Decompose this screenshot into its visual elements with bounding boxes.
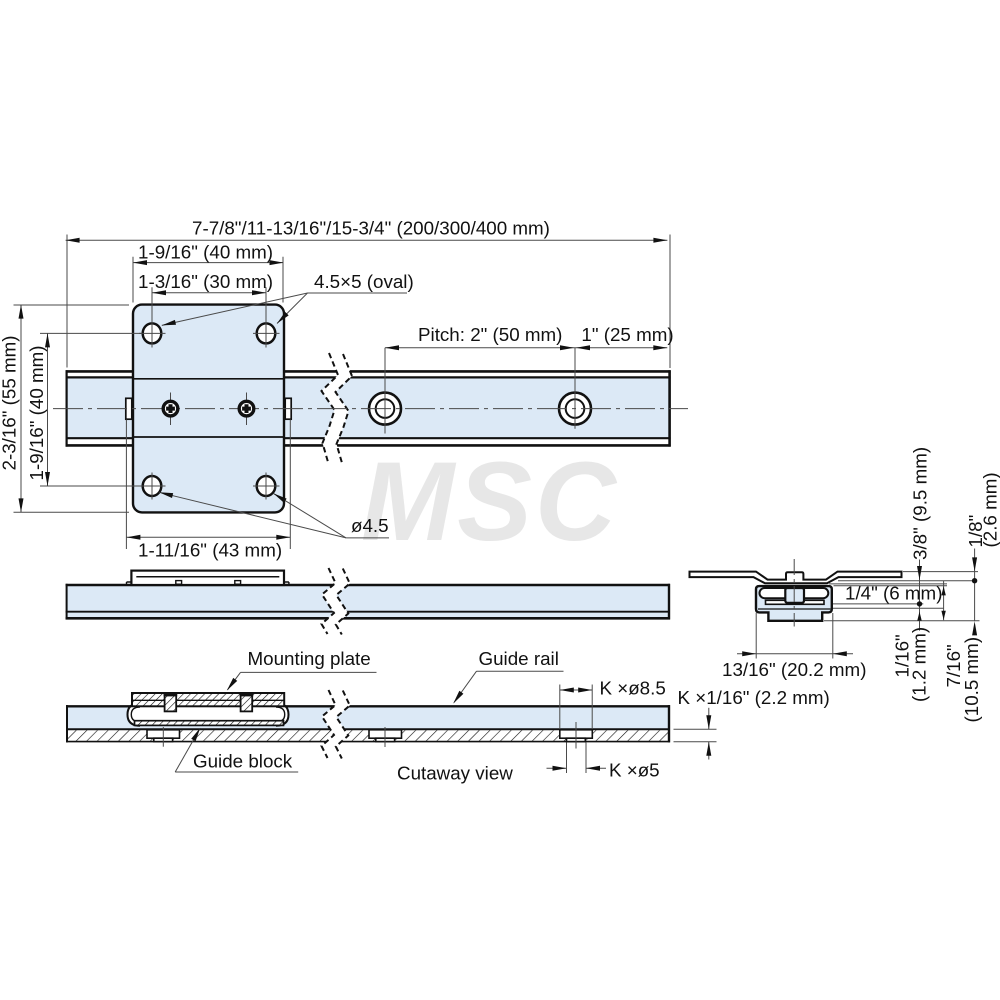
- svg-text:Guide rail: Guide rail: [479, 648, 559, 669]
- svg-text:(10.5 mm): (10.5 mm): [961, 637, 982, 723]
- svg-text:Guide block: Guide block: [193, 751, 293, 772]
- svg-text:MSC: MSC: [361, 439, 619, 564]
- svg-text:Cutaway view: Cutaway view: [397, 763, 513, 784]
- svg-text:1-3/16" (30 mm): 1-3/16" (30 mm): [138, 271, 273, 292]
- svg-text:1-11/16" (43 mm): 1-11/16" (43 mm): [138, 540, 282, 561]
- svg-text:1-9/16" (40 mm): 1-9/16" (40 mm): [26, 345, 47, 480]
- svg-text:Mounting plate: Mounting plate: [248, 648, 371, 669]
- svg-text:K ×ø8.5: K ×ø8.5: [600, 678, 666, 699]
- svg-text:1/8": 1/8": [965, 515, 986, 548]
- svg-text:1/4" (6 mm): 1/4" (6 mm): [845, 583, 942, 604]
- svg-text:(2.6 mm): (2.6 mm): [980, 472, 1000, 547]
- svg-text:1/16": 1/16": [892, 634, 913, 677]
- svg-text:3/8" (9.5 mm): 3/8" (9.5 mm): [909, 447, 930, 560]
- svg-text:Pitch: 2" (50 mm): Pitch: 2" (50 mm): [418, 324, 562, 345]
- svg-text:1" (25 mm): 1" (25 mm): [581, 324, 673, 345]
- svg-text:4.5×5 (oval): 4.5×5 (oval): [314, 271, 414, 292]
- svg-text:K ×1/16" (2.2 mm): K ×1/16" (2.2 mm): [678, 687, 830, 708]
- svg-text:2-3/16" (55 mm): 2-3/16" (55 mm): [0, 335, 20, 470]
- svg-text:7-7/8"/11-13/16"/15-3/4" (200/: 7-7/8"/11-13/16"/15-3/4" (200/300/400 mm…: [192, 218, 550, 239]
- svg-text:1-9/16" (40 mm): 1-9/16" (40 mm): [138, 241, 273, 262]
- svg-text:K ×ø5: K ×ø5: [609, 759, 660, 780]
- svg-text:13/16" (20.2 mm): 13/16" (20.2 mm): [722, 659, 866, 680]
- svg-text:ø4.5: ø4.5: [351, 515, 389, 536]
- svg-text:7/16": 7/16": [943, 644, 964, 687]
- svg-text:(1.2 mm): (1.2 mm): [909, 627, 930, 702]
